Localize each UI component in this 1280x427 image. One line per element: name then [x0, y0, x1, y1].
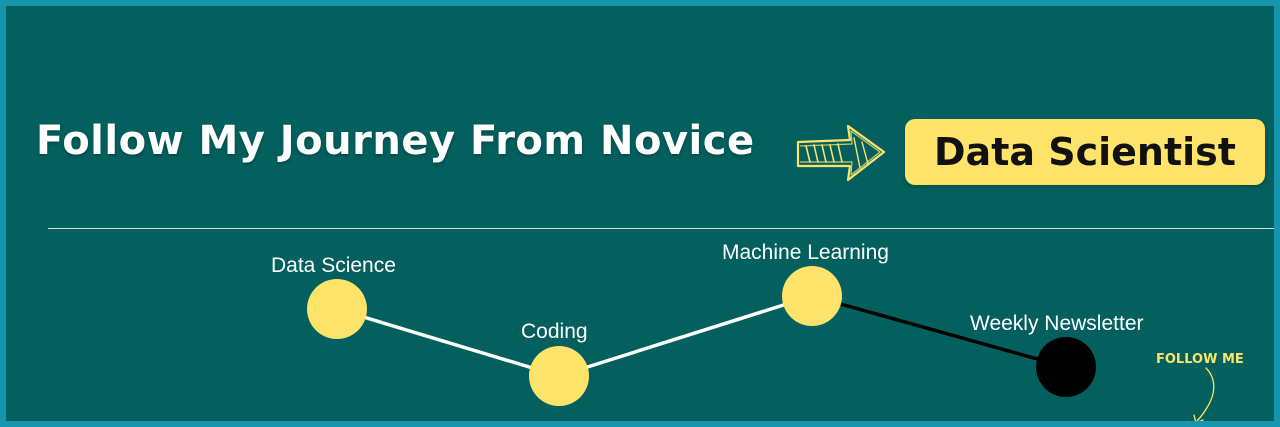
- divider: [48, 228, 1274, 229]
- journey-segment-2: [558, 294, 813, 378]
- step-label-coding: Coding: [521, 320, 588, 343]
- badge-label: Data Scientist: [934, 130, 1236, 174]
- step-label-data-science: Data Science: [271, 254, 396, 277]
- journey-node-data-science: [307, 279, 367, 339]
- journey-node-weekly-newsletter: [1036, 337, 1096, 397]
- journey-segment-1: [336, 307, 560, 378]
- step-label-machine-learning: Machine Learning: [722, 241, 889, 264]
- curved-down-arrow-icon: [1193, 367, 1215, 421]
- badge-data-scientist: Data Scientist: [905, 119, 1265, 185]
- journey-segment-3: [811, 294, 1067, 369]
- journey-path: [307, 266, 1096, 406]
- hand-drawn-right-arrow-icon: [796, 124, 886, 182]
- follow-me-label[interactable]: FOLLOW ME: [1156, 352, 1244, 367]
- step-label-weekly-newsletter: Weekly Newsletter: [970, 312, 1144, 335]
- journey-node-machine-learning: [782, 266, 842, 326]
- headline: Follow My Journey From Novice: [36, 118, 755, 164]
- journey-node-coding: [529, 346, 589, 406]
